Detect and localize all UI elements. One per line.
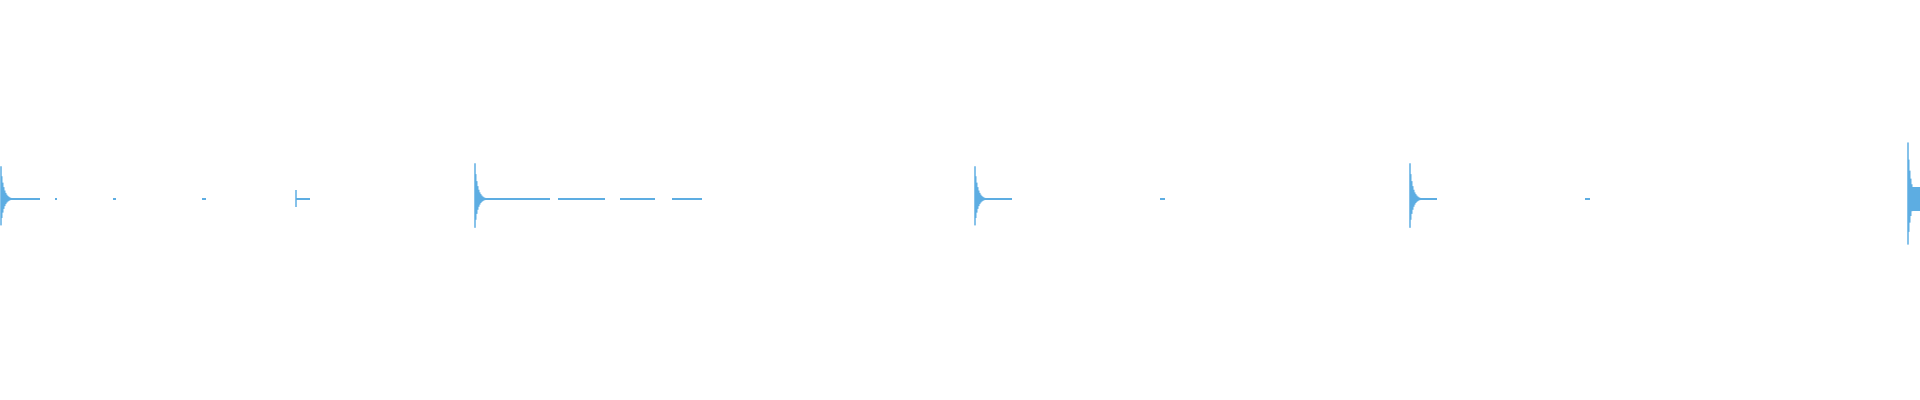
tail-segment bbox=[55, 198, 57, 200]
tail-segment bbox=[113, 198, 116, 200]
tail-segment bbox=[672, 198, 702, 200]
final-waveform-body bbox=[1908, 187, 1920, 211]
tail-segment bbox=[1585, 198, 1590, 200]
tail-segment bbox=[1, 198, 40, 200]
waveform-group bbox=[0, 142, 1920, 245]
tail-segment bbox=[558, 198, 605, 200]
tail-segment bbox=[520, 198, 550, 200]
tail-segment bbox=[975, 198, 1012, 200]
tail-segment bbox=[1160, 198, 1165, 200]
tail-segment bbox=[1410, 198, 1437, 200]
tail-segment bbox=[475, 198, 520, 200]
tail-segment bbox=[620, 198, 655, 200]
tail-segment bbox=[296, 198, 310, 200]
tail-segment bbox=[202, 198, 206, 200]
